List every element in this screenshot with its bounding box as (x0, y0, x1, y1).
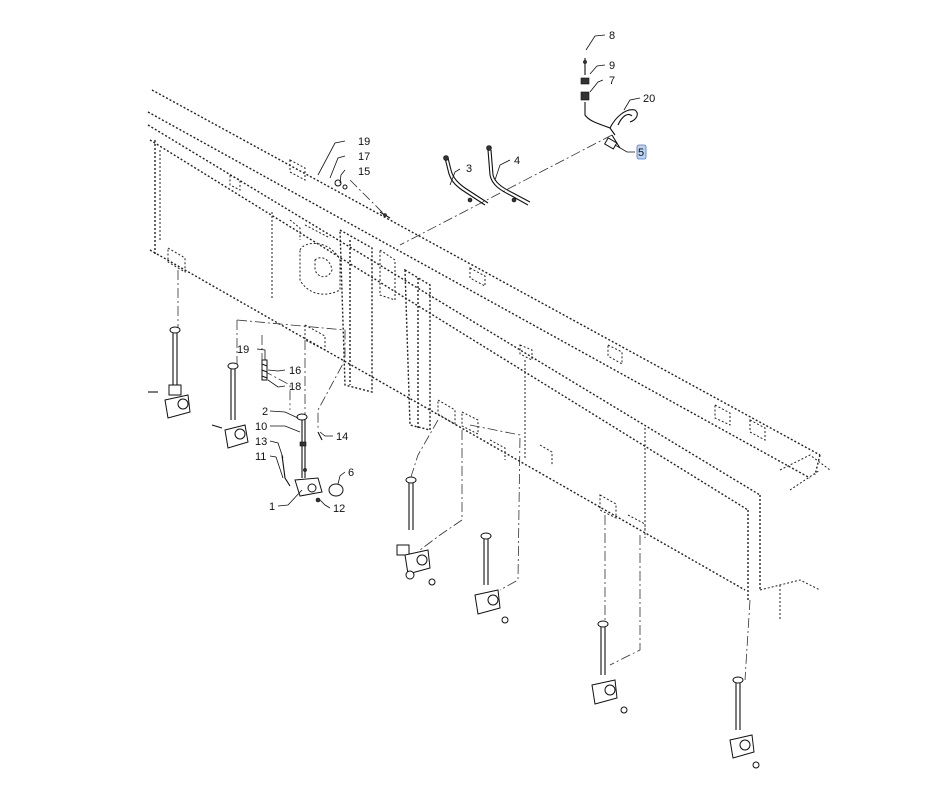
callout-2: 2 (262, 406, 268, 418)
callout-17: 17 (358, 151, 370, 163)
callout-6: 6 (348, 467, 354, 479)
callout-12: 12 (333, 503, 345, 515)
callout-19a: 19 (358, 136, 370, 148)
callout-leaders (256, 34, 641, 509)
beam-lower-pads (167, 247, 646, 538)
callout-11: 11 (255, 451, 266, 463)
hose-part-3 (443, 155, 489, 206)
callout-15: 15 (358, 166, 370, 178)
callout-1: 1 (269, 501, 275, 513)
top-brackets (229, 159, 766, 441)
callout-labels: 19 17 15 3 4 5 8 9 7 20 19 16 18 2 10 13… (237, 30, 655, 515)
callout-8: 8 (609, 30, 615, 42)
rod-a (148, 326, 191, 419)
callout-7: 7 (609, 75, 615, 87)
assembly-centerlines (177, 134, 751, 681)
main-beam (147, 89, 831, 620)
callout-14: 14 (336, 431, 348, 443)
linkage-assembly (261, 359, 344, 503)
callout-5[interactable]: 5 (638, 147, 644, 159)
callout-18: 18 (289, 381, 301, 393)
callout-16: 16 (289, 365, 301, 377)
support-rods (148, 326, 760, 769)
callout-13: 13 (255, 436, 267, 448)
rod-d (474, 532, 509, 624)
callout-10: 10 (255, 421, 267, 433)
callout-19b: 19 (237, 344, 249, 356)
callout-4: 4 (514, 155, 520, 167)
harness-assembly (580, 58, 638, 150)
rod-f (729, 676, 760, 769)
bracket-fasteners (334, 179, 391, 219)
callout-3: 3 (466, 163, 472, 175)
callout-20: 20 (643, 93, 655, 105)
center-upright (289, 219, 431, 431)
callout-9: 9 (609, 60, 615, 72)
rod-c (396, 476, 436, 586)
hose-part-4 (486, 145, 531, 206)
rod-b (211, 362, 249, 449)
rod-e (591, 620, 628, 714)
callout-5-highlight (636, 144, 647, 160)
